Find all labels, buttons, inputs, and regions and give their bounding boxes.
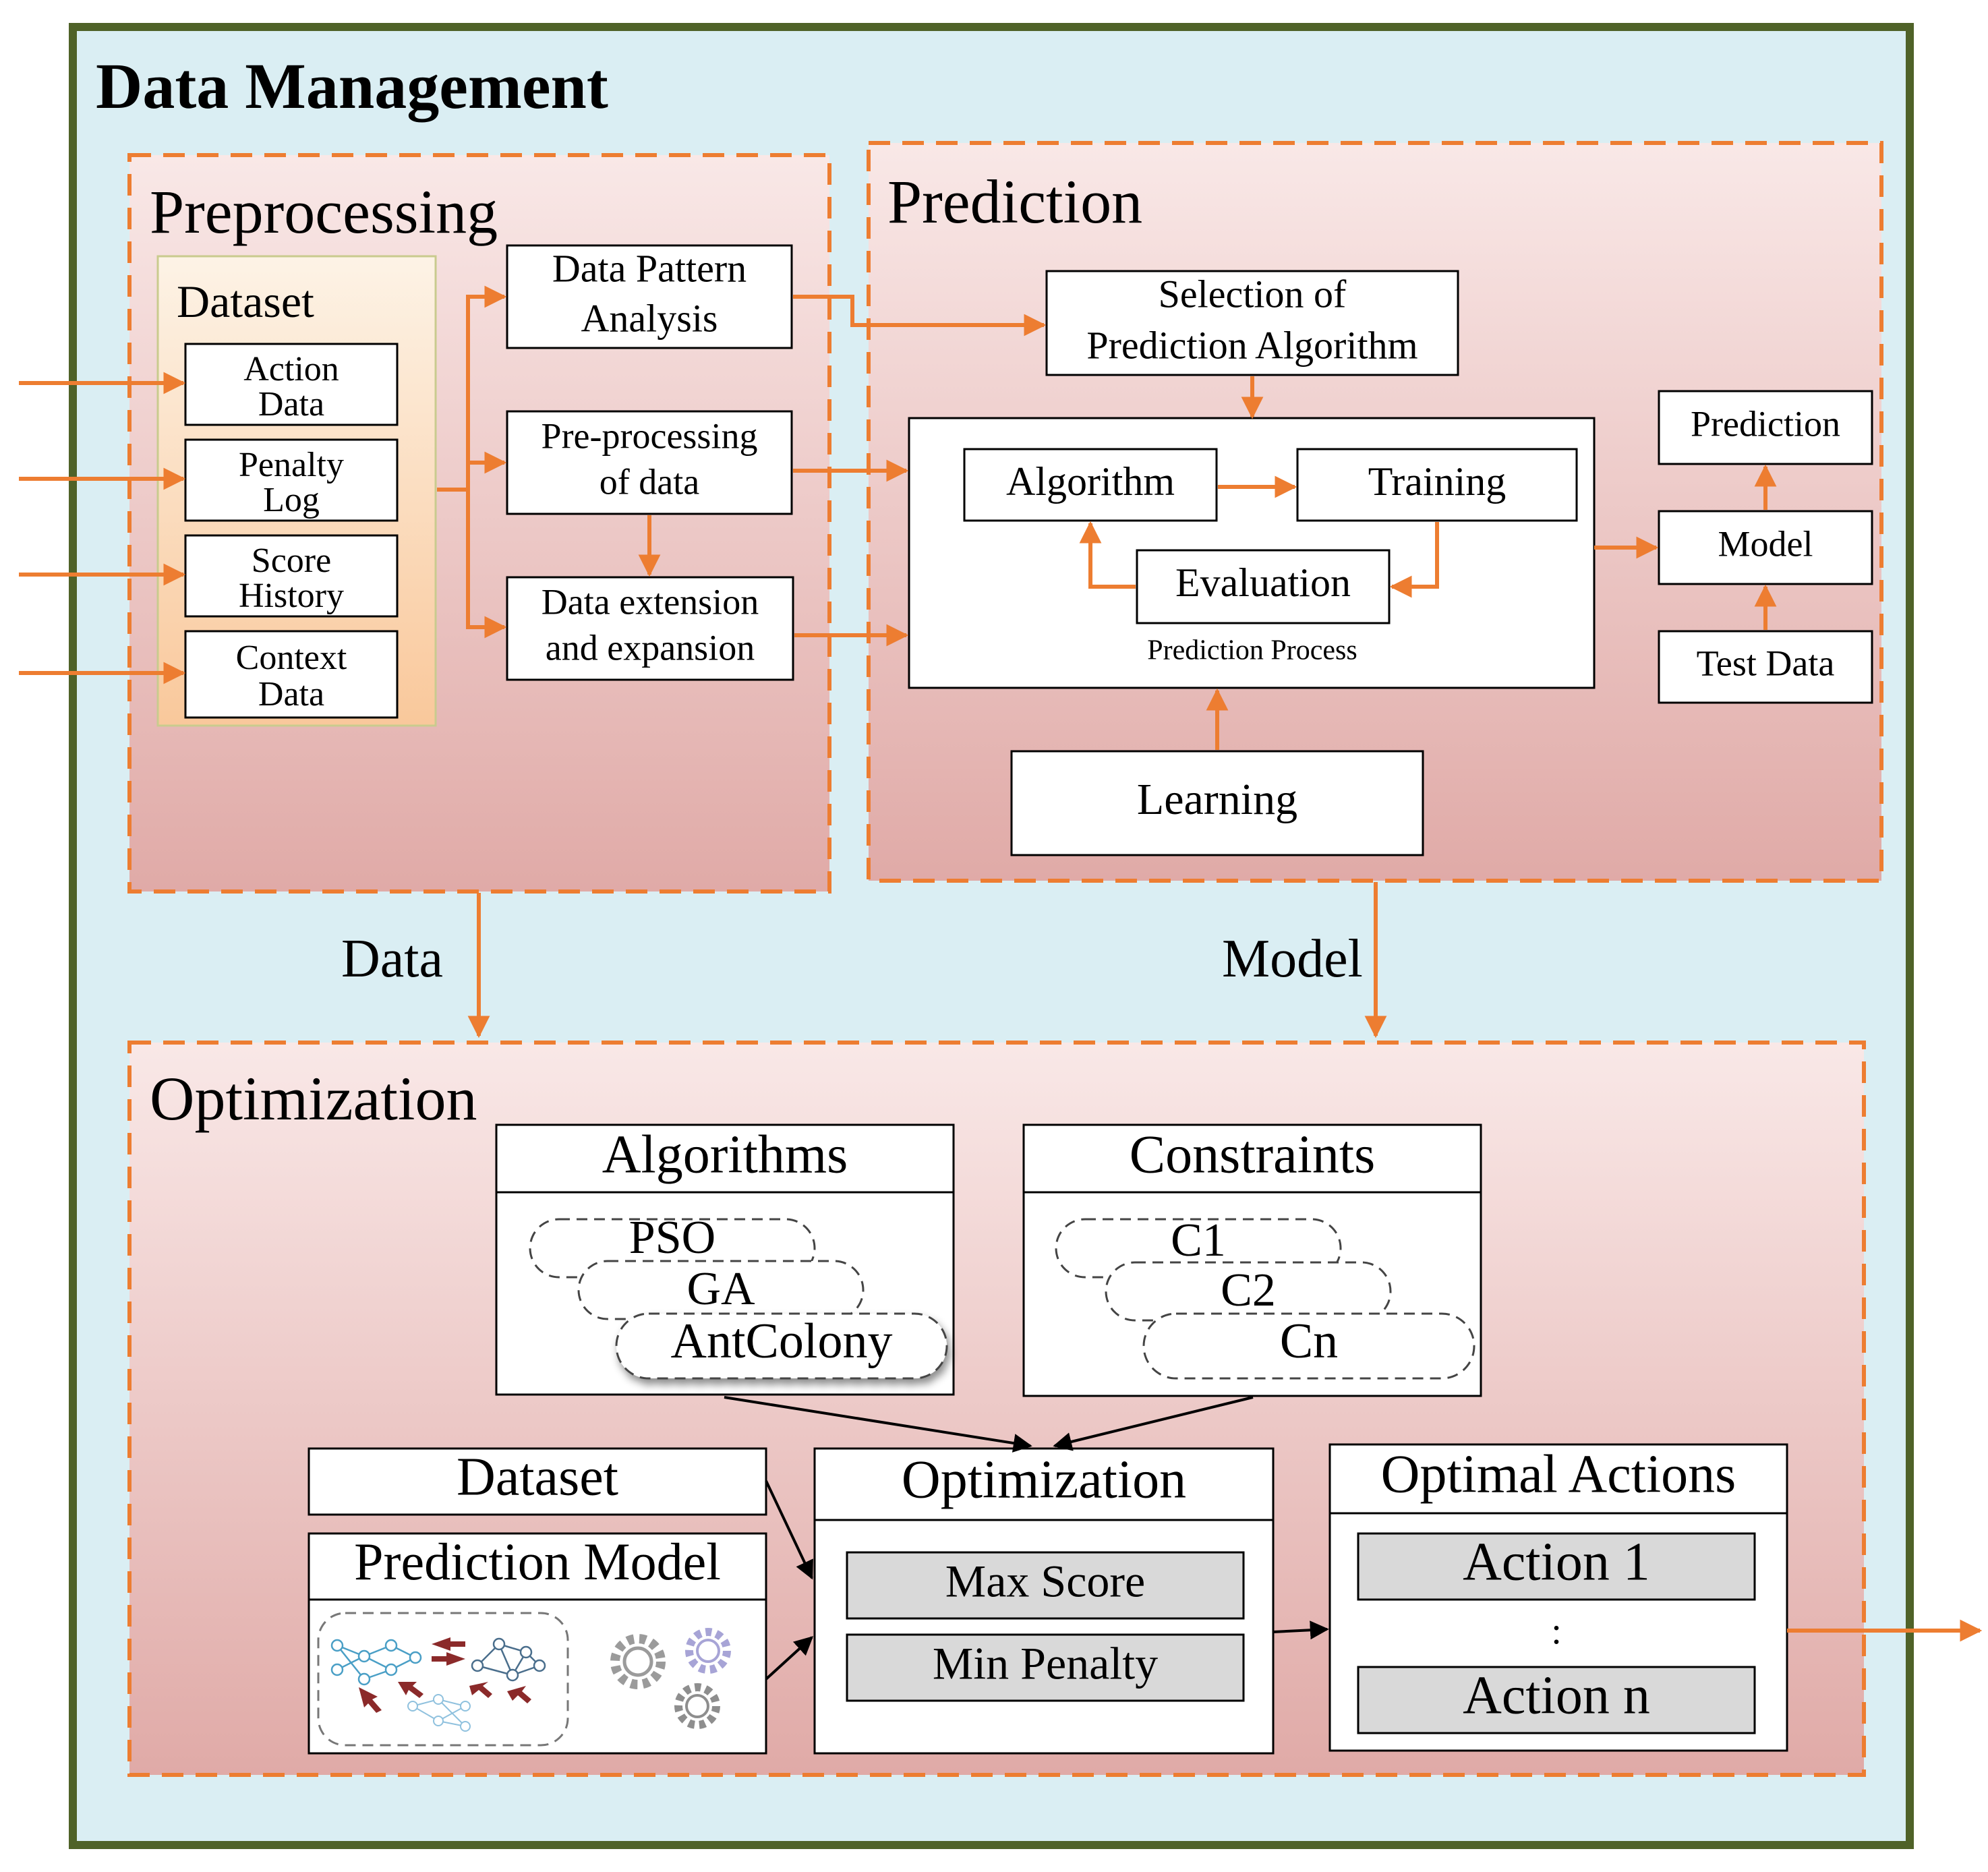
exchange-arrows-icon [359,1637,531,1713]
dataset-item-line: Data [258,675,324,713]
step-line: Pre-processing [542,415,758,456]
dataset-item-context-data: Context Data [184,630,399,719]
prediction-output-label: Prediction [1691,403,1840,444]
gear-icon [674,1683,720,1729]
step-line: and expansion [546,627,755,668]
training-label: Training [1368,459,1507,504]
learning-label: Learning [1137,775,1297,824]
selection-line: Prediction Algorithm [1086,323,1417,367]
step-preprocessing-of-data: Pre-processing of data [506,410,793,515]
flow-label-data: Data [341,929,443,989]
prediction-output-box: Prediction [1658,390,1873,465]
dataset-item-line: Score [252,542,331,580]
optimization-connectors [724,1396,1329,1680]
optimization-heading: Optimization [150,1064,477,1133]
dataset-heading: Dataset [177,276,314,327]
network-graph-icon [330,1639,422,1686]
step-line: Data Pattern [552,246,747,290]
step-line: Data extension [542,581,759,622]
input-arrows [19,372,186,684]
constraints-panel: Constraints C1 C2 Cn [1022,1123,1482,1397]
algorithm-item: PSO [629,1212,715,1264]
dataset-item-line: Action [243,350,339,388]
dataset-item-line: History [239,577,344,615]
network-graph-icon [407,1694,471,1732]
action-item-box [1357,1532,1756,1601]
model-box: Model [1658,510,1873,585]
main-title: Data Management [96,50,608,122]
prediction-heading: Prediction [887,167,1142,236]
prediction-connectors [793,295,1777,750]
preprocessing-connectors [437,285,661,639]
prediction-process-caption: Prediction Process [1147,635,1357,666]
optimal-actions-panel: Optimal Actions Action 1 : Action n [1328,1443,1788,1752]
evaluation-label: Evaluation [1175,560,1351,605]
optimization-core-panel: Optimization Max Score Min Penalty [813,1447,1275,1755]
test-data-box: Test Data [1658,630,1873,704]
selection-of-prediction-algorithm: Selection of Prediction Algorithm [1045,270,1459,376]
constraint-pill-cn [1142,1312,1475,1380]
dataset-item-line: Data [258,385,324,423]
algorithm-label: Algorithm [1006,459,1175,504]
optimization-dataset-box: Dataset [308,1447,767,1516]
constraint-item: C2 [1221,1264,1276,1316]
dataset-item-action-data: Action Data [184,343,399,426]
algorithm-item: GA [686,1263,755,1315]
dataset-item-penalty-log: Penalty Log [184,438,399,522]
optimal-actions-title: Optimal Actions [1381,1444,1736,1504]
algorithm-pill-antcolony [615,1312,948,1380]
preprocessing-heading: Preprocessing [150,177,498,246]
prediction-model-title: Prediction Model [354,1532,721,1591]
optimization-dataset-label: Dataset [457,1447,618,1507]
model-label: Model [1718,523,1813,564]
dataset-item-line: Penalty [239,446,344,484]
algorithms-panel: Algorithms PSO GA AntColony [495,1123,955,1396]
neural-network-illustration [317,1612,569,1747]
prediction-model-panel: Prediction Model [308,1532,767,1755]
flow-label-model: Model [1222,929,1363,989]
dataset-item-line: Log [263,481,320,519]
gear-icon [610,1634,666,1689]
objective-max-score [846,1551,1245,1620]
objective-min-penalty [846,1633,1245,1702]
constraint-item: C1 [1171,1215,1226,1266]
step-data-pattern-analysis: Data Pattern Analysis [506,244,793,349]
objective-label: Max Score [945,1556,1145,1607]
evaluation-box: Evaluation [1136,549,1391,624]
algorithms-title: Algorithms [602,1125,848,1184]
dataset-item-line: Context [236,639,347,677]
step-data-extension: Data extension and expansion [506,576,794,681]
step-line: Analysis [581,296,718,340]
dataset-item-score-history: Score History [184,534,399,618]
training-box: Training [1296,448,1578,522]
constraints-title: Constraints [1130,1125,1375,1184]
step-line: of data [600,461,699,502]
algorithm-box: Algorithm [963,448,1218,522]
algorithm-item: AntColony [671,1314,893,1369]
objective-label: Min Penalty [933,1638,1158,1689]
action-item: Action n [1463,1666,1650,1725]
learning-box: Learning [1010,750,1424,856]
test-data-label: Test Data [1697,643,1835,683]
gear-icon [685,1628,731,1674]
action-item-box [1357,1666,1756,1734]
constraint-item: Cn [1280,1314,1338,1369]
action-ellipsis: : [1551,1610,1562,1652]
optimization-core-title: Optimization [902,1450,1186,1509]
section-flow-arrows [467,882,1387,1039]
action-item: Action 1 [1463,1532,1650,1591]
selection-line: Selection of [1159,272,1347,316]
network-graph-icon [471,1637,546,1682]
